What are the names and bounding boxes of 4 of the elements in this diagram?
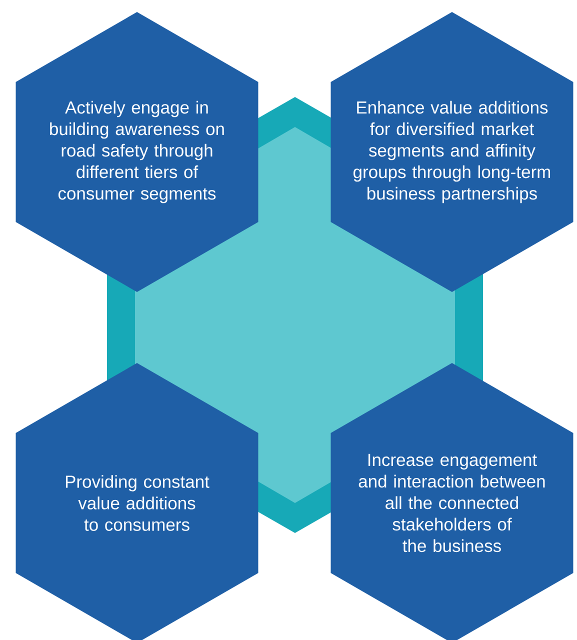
hexagon-card: Enhance value additions for diversified market segments and affinity groups through long-term business partnerships xyxy=(330,12,574,292)
hexagon-card: Increase engagement and interaction between all the connected stakeholders of the business xyxy=(330,363,574,640)
hexagon-card: Actively engage in building awareness on road safety through different tiers of consumer segments xyxy=(16,12,258,292)
hexagon-card: Providing constant value additions to consumers xyxy=(16,363,258,640)
